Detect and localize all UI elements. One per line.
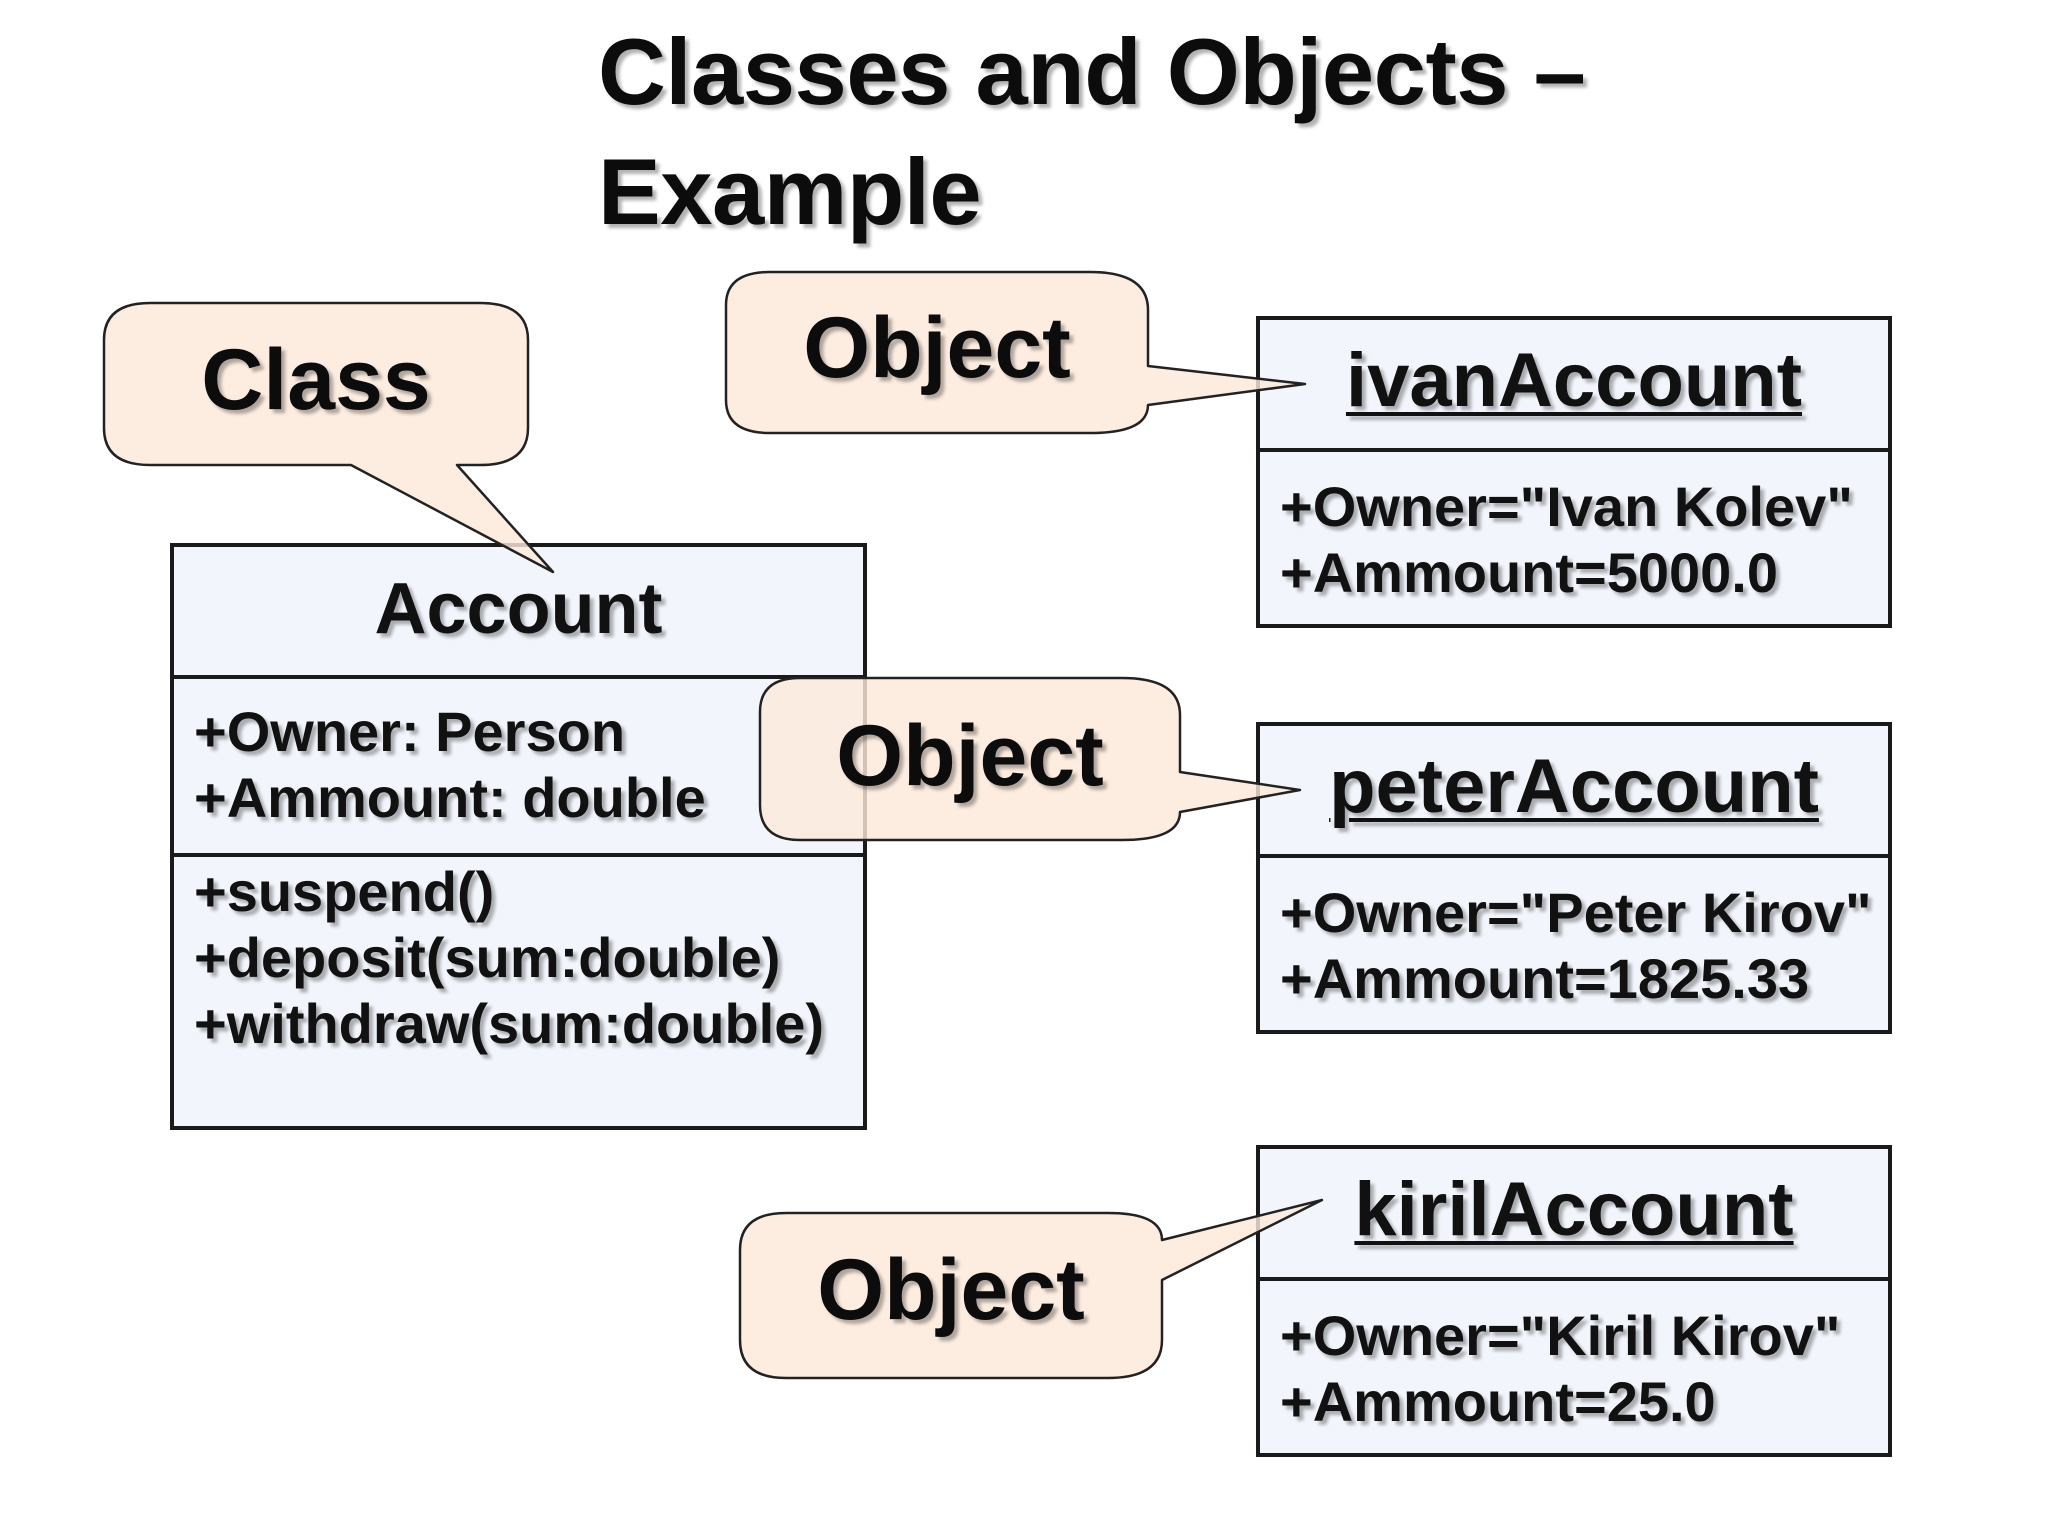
class-attribute: +Owner: Person xyxy=(194,700,626,763)
class-method: +withdraw(sum:double) xyxy=(194,992,824,1055)
class-method: +deposit(sum:double) xyxy=(194,926,781,989)
object-name: peterAccount xyxy=(1329,744,1819,829)
class-method: +suspend() xyxy=(194,860,495,923)
object-field: +Ammount=1825.33 xyxy=(1280,947,1810,1010)
object-callout-bubble-2 xyxy=(758,676,1302,842)
object-fields-section: +Owner="Peter Kirov" +Ammount=1825.33 xyxy=(1260,854,1888,1012)
class-box-account: Account +Owner: Person +Ammount: double … xyxy=(170,543,867,1130)
class-name: Account xyxy=(374,569,663,649)
object-callout-label-3: Object xyxy=(817,1242,1085,1338)
object-field: +Ammount=5000.0 xyxy=(1280,541,1778,604)
object-callout-bubble-1 xyxy=(724,270,1307,435)
object-callout-label-1: Object xyxy=(803,300,1071,396)
object-name: kirilAccount xyxy=(1354,1167,1794,1252)
class-callout-label: Class xyxy=(201,332,431,428)
class-methods-section: +suspend() +deposit(sum:double) +withdra… xyxy=(174,853,863,1057)
slide-title-line-1: Classes and Objects – xyxy=(598,19,1586,124)
object-callout-label-2: Object xyxy=(836,708,1104,804)
object-field: +Owner="Ivan Kolev" xyxy=(1280,475,1853,538)
class-attribute: +Ammount: double xyxy=(194,766,706,829)
object-box-ivan: ivanAccount +Owner="Ivan Kolev" +Ammount… xyxy=(1256,316,1892,628)
slide-title-line-2: Example xyxy=(598,139,982,244)
object-field: +Owner="Kiril Kirov" xyxy=(1280,1304,1841,1367)
object-fields-section: +Owner="Ivan Kolev" +Ammount=5000.0 xyxy=(1260,448,1888,606)
slide-title: Classes and Objects – Example xyxy=(598,12,1586,252)
object-box-kiril: kirilAccount +Owner="Kiril Kirov" +Ammou… xyxy=(1256,1145,1892,1457)
object-box-peter: peterAccount +Owner="Peter Kirov" +Ammou… xyxy=(1256,722,1892,1034)
class-callout-bubble xyxy=(102,301,555,574)
object-fields-section: +Owner="Kiril Kirov" +Ammount=25.0 xyxy=(1260,1277,1888,1435)
object-field: +Ammount=25.0 xyxy=(1280,1370,1716,1433)
object-callout-bubble-3 xyxy=(738,1198,1324,1380)
object-field: +Owner="Peter Kirov" xyxy=(1280,881,1872,944)
class-attributes-section: +Owner: Person +Ammount: double xyxy=(174,675,863,853)
object-name: ivanAccount xyxy=(1345,338,1803,423)
